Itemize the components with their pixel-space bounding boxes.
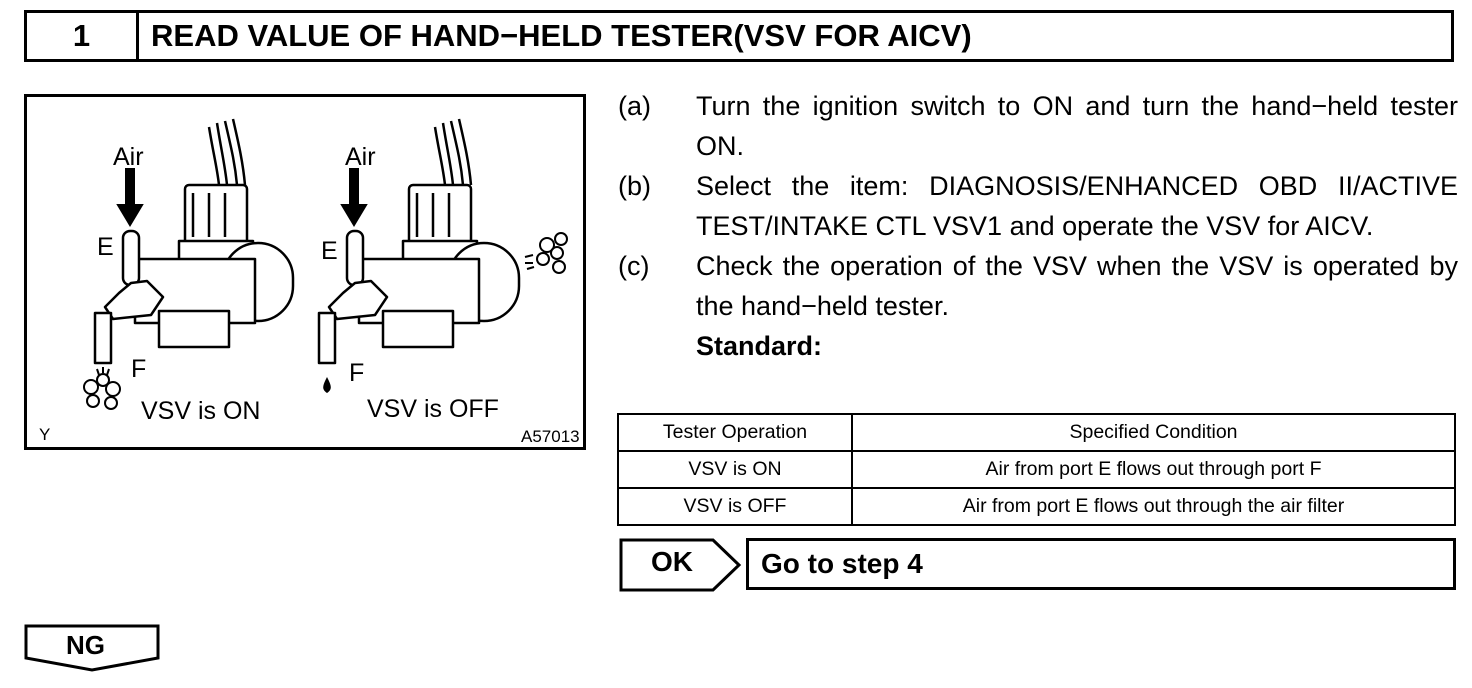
corner-mark: Y [39, 425, 51, 444]
ng-label: NG [66, 630, 105, 660]
table-cell: VSV is OFF [617, 487, 853, 526]
step-title: READ VALUE OF HAND−HELD TESTER(VSV FOR A… [151, 18, 972, 53]
water-drop-icon [323, 377, 331, 393]
air-inlet-arrows [116, 168, 368, 227]
port-e-label: E [321, 237, 338, 265]
step-text: Select the item: DIAGNOSIS/ENHANCED OBD … [696, 171, 1458, 241]
step-letter: (c) [618, 251, 650, 281]
step-letter: (a) [618, 91, 651, 121]
air-label: Air [113, 143, 144, 171]
table-header-row: Tester Operation Specified Condition [617, 413, 1456, 452]
table-cell: Air from port E flows out through port F [851, 450, 1456, 489]
vsv-illustration [83, 118, 568, 410]
port-e-label: E [97, 233, 114, 261]
standard-label: Standard: [696, 331, 823, 361]
ok-arrow-icon [619, 538, 742, 592]
air-label: Air [345, 143, 376, 171]
step-text: Turn the ignition switch to ON and turn … [696, 91, 1458, 161]
step-b: (b) Select the item: DIAGNOSIS/ENHANCED … [618, 166, 1458, 246]
column-header: Specified Condition [851, 413, 1456, 452]
go-to-step-link[interactable]: Go to step 4 [746, 538, 1456, 590]
step-number: 1 [27, 13, 139, 59]
vsv-off-drawing [317, 118, 521, 365]
step-a: (a) Turn the ignition switch to ON and t… [618, 86, 1458, 166]
vsv-on-caption: VSV is ON [141, 397, 261, 425]
standard-table: Tester Operation Specified Condition VSV… [617, 413, 1456, 526]
vsv-on-drawing [93, 118, 295, 365]
step-text: Check the operation of the VSV when the … [696, 251, 1458, 321]
table-row: VSV is ON Air from port E flows out thro… [617, 450, 1456, 489]
table-cell: Air from port E flows out through the ai… [851, 487, 1456, 526]
port-f-label: F [131, 355, 147, 383]
air-exhaust-puffs [83, 232, 568, 410]
figure-id: A57013 [521, 427, 580, 446]
step-letter: (b) [618, 171, 651, 201]
table-row: VSV is OFF Air from port E flows out thr… [617, 487, 1456, 526]
procedure-steps: (a) Turn the ignition switch to ON and t… [618, 86, 1458, 366]
port-f-label: F [349, 359, 365, 387]
step-c: (c) Check the operation of the VSV when … [618, 246, 1458, 326]
step-header: 1 READ VALUE OF HAND−HELD TESTER(VSV FOR… [24, 10, 1454, 62]
vsv-diagram: Air E F VSV is ON Air E F VSV is OFF Y A… [24, 94, 586, 450]
vsv-off-caption: VSV is OFF [367, 395, 499, 423]
column-header: Tester Operation [617, 413, 853, 452]
table-cell: VSV is ON [617, 450, 853, 489]
ng-arrow-icon [24, 624, 160, 672]
ok-label: OK [651, 546, 693, 577]
